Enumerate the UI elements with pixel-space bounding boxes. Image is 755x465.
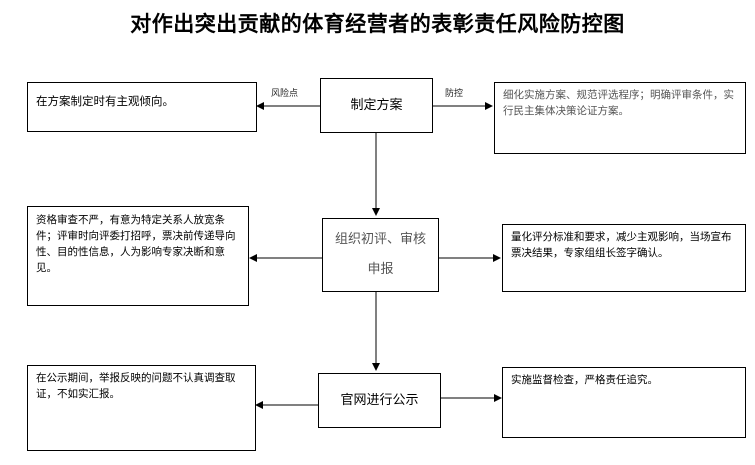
step-name-1: 制定方案 [350, 97, 403, 113]
control-label: 防控 [445, 89, 464, 99]
page-title: 对作出突出贡献的体育经营者的表彰责任风险防控图 [130, 12, 625, 36]
risk-box-3: 在公示期间，举报反映的问题不认真调查取证，不如实汇报。 [27, 365, 256, 451]
control-box-3: 实施监督检查，严格责任追究。 [502, 367, 746, 438]
risk-box-2: 资格审查不严，有意为特定关系人放宽条件；评审时向评委打招呼，票决前传递导向性、目… [27, 206, 249, 306]
step-box-1: 制定方案 [320, 78, 433, 133]
risk-text-3: 在公示期间，举报反映的问题不认真调查取证，不如实汇报。 [36, 372, 236, 400]
risk-box-1: 在方案制定时有主观倾向。 [27, 82, 257, 132]
step-name-3: 官网进行公示 [340, 392, 419, 408]
step-name-2: 组织初评、审核申报 [334, 232, 426, 277]
risk-point-label: 风险点 [271, 89, 299, 99]
control-text-2: 量化评分标准和要求，减少主观影响，当场宣布票决结果，专家组组长签字确认。 [511, 231, 732, 259]
control-box-1: 细化实施方案、规范评选程序；明确评审条件，实行民主集体决策论证方案。 [494, 82, 746, 154]
risk-text-2: 资格审查不严，有意为特定关系人放宽条件；评审时向评委打招呼，票决前传递导向性、目… [36, 214, 236, 274]
control-box-2: 量化评分标准和要求，减少主观影响，当场宣布票决结果，专家组组长签字确认。 [502, 224, 746, 292]
step-box-2: 组织初评、审核申报 [322, 218, 439, 292]
risk-text-1: 在方案制定时有主观倾向。 [36, 94, 174, 108]
control-text-1: 细化实施方案、规范评选程序；明确评审条件，实行民主集体决策论证方案。 [503, 89, 734, 117]
control-text-3: 实施监督检查，严格责任追究。 [511, 374, 658, 386]
step-box-3: 官网进行公示 [318, 373, 441, 428]
